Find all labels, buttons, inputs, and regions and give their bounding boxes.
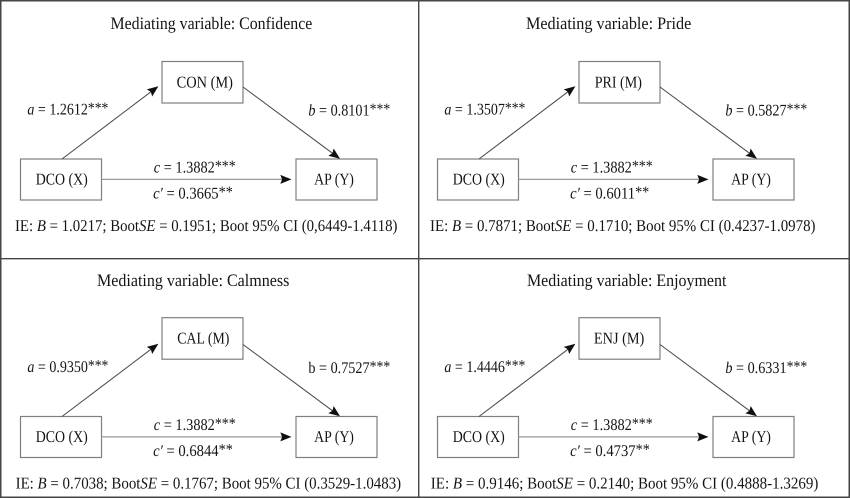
svg-text:IE: B = 0.9146; BootSE = 0.214: IE: B = 0.9146; BootSE = 0.2140; Boot 95…	[431, 474, 819, 493]
svg-text:DCO (X): DCO (X)	[36, 427, 88, 446]
svg-text:a = 1.3507***: a = 1.3507***	[444, 99, 525, 118]
svg-text:AP (Y): AP (Y)	[314, 170, 354, 189]
svg-text:c = 1.3882***: c = 1.3882***	[154, 157, 236, 176]
svg-text:Mediating variable: Enjoyment: Mediating variable: Enjoyment	[527, 270, 727, 290]
svg-text:DCO (X): DCO (X)	[36, 170, 88, 189]
svg-text:AP (Y): AP (Y)	[731, 427, 771, 446]
svg-text:b = 0.5827***: b = 0.5827***	[725, 101, 807, 120]
svg-text:AP (Y): AP (Y)	[314, 427, 354, 446]
svg-text:Mediating variable: Confidence: Mediating variable: Confidence	[111, 13, 313, 33]
svg-text:ENJ (M): ENJ (M)	[594, 328, 644, 347]
svg-text:a = 1.4446***: a = 1.4446***	[444, 357, 525, 376]
svg-text:c = 1.3882***: c = 1.3882***	[571, 157, 653, 176]
svg-text:c′ = 0.4737**: c′ = 0.4737**	[570, 441, 650, 460]
svg-text:Mediating variable: Calmness: Mediating variable: Calmness	[97, 270, 290, 290]
svg-text:c′ = 0.3665**: c′ = 0.3665**	[153, 184, 233, 203]
svg-text:b = 0.7527***: b = 0.7527***	[308, 358, 390, 377]
svg-text:DCO (X): DCO (X)	[453, 427, 505, 446]
svg-text:c = 1.3882***: c = 1.3882***	[154, 415, 236, 434]
svg-text:b = 0.8101***: b = 0.8101***	[308, 101, 390, 120]
svg-text:DCO (X): DCO (X)	[453, 170, 505, 189]
svg-text:IE: B = 0.7871; BootSE = 0.171: IE: B = 0.7871; BootSE = 0.1710; Boot 95…	[430, 216, 816, 235]
svg-text:b = 0.6331***: b = 0.6331***	[725, 358, 807, 377]
svg-text:CON (M): CON (M)	[177, 72, 233, 91]
svg-text:PRI (M): PRI (M)	[595, 72, 642, 91]
svg-text:c = 1.3882***: c = 1.3882***	[571, 415, 653, 434]
svg-text:c′ = 0.6011**: c′ = 0.6011**	[570, 184, 649, 203]
svg-text:IE: B = 0.7038; BootSE = 0.176: IE: B = 0.7038; BootSE = 0.1767; Boot 95…	[16, 474, 402, 493]
svg-text:Mediating variable: Pride: Mediating variable: Pride	[526, 13, 691, 33]
svg-text:a = 1.2612***: a = 1.2612***	[27, 99, 108, 118]
svg-text:AP (Y): AP (Y)	[731, 170, 771, 189]
svg-text:IE: B = 1.0217; BootSE = 0.195: IE: B = 1.0217; BootSE = 0.1951; Boot 95…	[15, 216, 397, 235]
svg-text:a = 0.9350***: a = 0.9350***	[27, 357, 108, 376]
svg-text:c′ = 0.6844**: c′ = 0.6844**	[153, 441, 233, 460]
svg-text:CAL (M): CAL (M)	[177, 328, 229, 347]
